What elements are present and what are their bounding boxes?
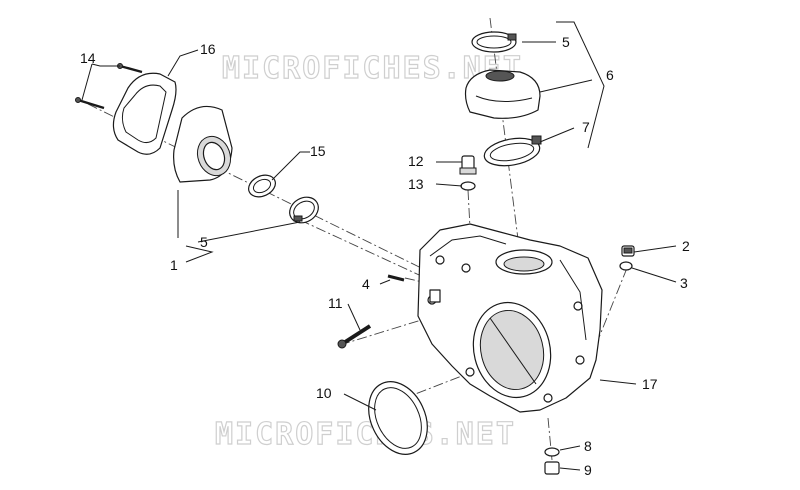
callouts: 14 16 15 5 1 5 6 7 12 13 4 11 10 2 3 17 …	[80, 34, 690, 478]
watermark-top: MICROFICHES.NET	[222, 51, 523, 86]
part-4-pin	[387, 274, 405, 282]
callout-5-left: 5	[200, 234, 208, 250]
part-13-washer	[460, 181, 476, 191]
part-5-clamp-left	[289, 196, 319, 224]
callout-11: 11	[328, 295, 343, 311]
callout-5-top: 5	[562, 34, 570, 50]
part-1-intake-boot	[173, 105, 233, 183]
part-2-plug	[621, 245, 635, 257]
callout-9: 9	[584, 462, 592, 478]
leader-lines	[81, 21, 677, 471]
part-16-flange	[112, 72, 177, 155]
callout-12: 12	[408, 153, 424, 169]
callout-17: 17	[642, 376, 658, 392]
callout-16: 16	[200, 41, 216, 57]
callout-3: 3	[680, 275, 688, 291]
callout-1: 1	[170, 257, 178, 273]
part-8-washer	[544, 447, 560, 457]
part-11-screw	[337, 324, 372, 349]
part-3-washer	[619, 261, 633, 271]
callout-2: 2	[682, 238, 690, 254]
part-6-rubber-boot	[464, 69, 541, 119]
callout-4: 4	[362, 276, 370, 292]
callout-14: 14	[80, 50, 96, 66]
part-12-fitting	[459, 155, 477, 175]
assembly-axes	[87, 17, 628, 461]
callout-7: 7	[582, 119, 590, 135]
callout-13: 13	[408, 176, 424, 192]
callout-10: 10	[316, 385, 332, 401]
part-9-plug	[544, 461, 560, 475]
part-7-clamp	[483, 135, 542, 167]
watermark-bottom: MICROFICHES.NET	[215, 417, 516, 452]
part-17-throttle-body	[417, 223, 603, 413]
part-5-clamp-top	[471, 31, 517, 53]
callout-6: 6	[606, 67, 614, 83]
callout-8: 8	[584, 438, 592, 454]
part-10-o-ring	[368, 381, 428, 455]
callout-15: 15	[310, 143, 326, 159]
part-15-ring	[248, 174, 276, 198]
